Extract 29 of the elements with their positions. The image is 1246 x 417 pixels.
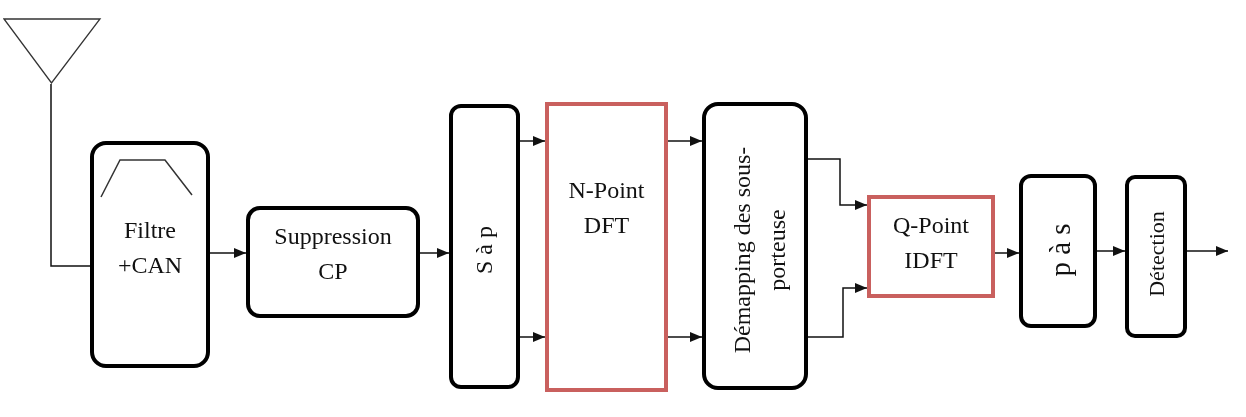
block-label: Démapping des sous- porteuse [728,145,791,356]
process-box [449,104,520,389]
arrow [667,136,703,146]
arrow [1186,246,1229,256]
block-label: p à s [1042,223,1077,277]
block-label: Q-Point IDFT [892,211,970,275]
connector-line [50,83,91,267]
arrow [667,332,703,342]
process-box [90,141,210,368]
process-box [867,195,995,298]
block-label: N-Point DFT [567,176,646,240]
arrow [519,136,546,146]
arrow [419,248,450,258]
antenna-symbol [3,18,102,84]
arrow [807,158,868,210]
arrow [994,248,1020,258]
arrow [519,332,546,342]
block-label: Filtre +CAN [116,216,184,280]
process-box [702,102,808,390]
process-box [1019,174,1097,328]
arrow [209,248,247,258]
process-box [1125,175,1187,338]
block-label: S à p [469,226,498,274]
block-label: Détection [1142,211,1170,297]
process-box [246,206,420,318]
process-box [545,102,668,392]
arrow [807,283,868,338]
block-label: Suppression CP [273,222,393,286]
arrow [1096,246,1126,256]
